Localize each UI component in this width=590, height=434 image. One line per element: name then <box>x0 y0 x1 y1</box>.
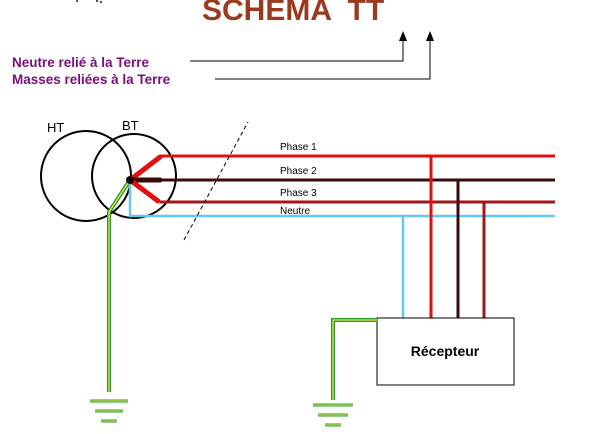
star-windings <box>127 154 163 204</box>
top-artifacts <box>76 0 102 3</box>
masses-earth-conductor <box>331 318 377 400</box>
network-break-line <box>183 121 249 241</box>
label-phase1: Phase 1 <box>280 142 317 153</box>
star-point <box>126 176 134 184</box>
receiver-label: Récepteur <box>411 343 480 359</box>
earth-ground-icon <box>90 399 128 423</box>
legend-neutral-earthed: Neutre relié à la Terre <box>12 55 150 70</box>
ht-winding <box>40 130 132 222</box>
up-arrow-icon <box>426 31 434 41</box>
label-ht: HT <box>47 120 64 135</box>
label-phase2: Phase 2 <box>280 166 317 177</box>
transformer <box>40 130 177 222</box>
legend-masses-earthed: Masses reliées à la Terre <box>12 72 171 87</box>
earth-ground-icon <box>313 403 353 427</box>
legend-connectors <box>190 40 431 80</box>
diagram-title: SCHEMA TT <box>202 0 384 27</box>
up-arrow-icon <box>399 31 407 41</box>
bt-winding <box>91 133 177 219</box>
label-bt: BT <box>122 118 139 133</box>
receiver-box <box>376 317 515 386</box>
label-neutral: Neutre <box>280 206 310 217</box>
label-phase3: Phase 3 <box>280 188 317 199</box>
neutral-conductor <box>128 180 555 218</box>
transformer-earth-conductor <box>107 178 132 392</box>
